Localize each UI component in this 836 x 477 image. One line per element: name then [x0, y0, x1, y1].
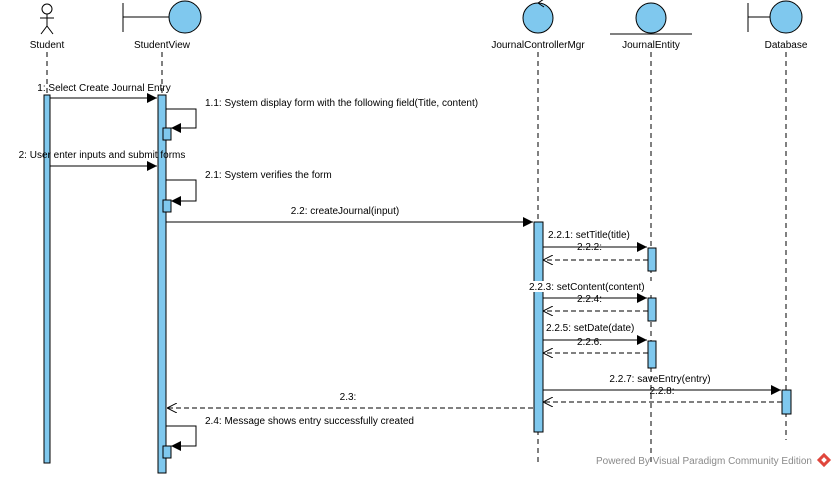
message-label: 2.2.5: setDate(date) [546, 323, 634, 334]
participant-studentview[interactable]: StudentView [122, 0, 202, 51]
message-1[interactable]: 1: Select Create Journal Entry [37, 83, 171, 103]
message-2-1[interactable]: 2.1: System verifies the form [166, 170, 332, 206]
visual-paradigm-logo-icon [816, 452, 832, 468]
watermark-text: Powered By Visual Paradigm Community Edi… [596, 456, 812, 467]
message-2-2-8-return[interactable]: 2.2.8: [543, 386, 782, 402]
participant-student[interactable]: Student [30, 3, 65, 51]
participant-label: JournalControllerMgr [491, 40, 585, 51]
message-2-4[interactable]: 2.4: Message shows entry successfully cr… [166, 416, 414, 451]
boundary-icon [747, 0, 803, 34]
message-label: 2.1: System verifies the form [205, 170, 332, 181]
activation-database [781, 389, 792, 415]
message-label: 2: User enter inputs and submit forms [19, 150, 186, 161]
message-label: 2.2.3: setContent(content) [529, 282, 645, 293]
activation-journalentity-1 [647, 247, 657, 272]
participant-label: Student [30, 40, 65, 51]
participant-label: Database [765, 40, 808, 51]
message-label: 2.2: createJournal(input) [291, 206, 399, 217]
message-2-2-1[interactable]: 2.2.1: setTitle(title) 2.2.2: [543, 229, 647, 253]
message-2[interactable]: 2: User enter inputs and submit forms [19, 150, 186, 171]
participant-journalentity[interactable]: JournalEntity [610, 2, 692, 51]
message-2-2-3[interactable]: 2.2.3: setContent(content) 2.2.4: [528, 281, 658, 305]
activation-studentview-2-1 [162, 199, 172, 213]
message-1-1[interactable]: 1.1: System display form with the follow… [166, 98, 478, 133]
participant-database[interactable]: Database [747, 0, 808, 51]
message-label: 2.2.2: [577, 242, 602, 253]
activation-studentview-1-1 [162, 127, 172, 141]
message-label: 2.2.4: [577, 294, 602, 305]
message-label: 2.3: [340, 392, 357, 403]
message-label: 2.2.7: saveEntry(entry) [609, 374, 710, 385]
message-label: 2.4: Message shows entry successfully cr… [205, 416, 414, 427]
watermark: Powered By Visual Paradigm Community Edi… [596, 452, 832, 468]
message-2-2[interactable]: 2.2: createJournal(input) [166, 206, 533, 227]
actor-icon [40, 3, 54, 35]
message-label: 2.2.1: setTitle(title) [548, 230, 630, 241]
participant-label: JournalEntity [622, 40, 680, 51]
participant-journalcontrollermgr[interactable]: JournalControllerMgr [491, 0, 585, 51]
entity-icon [610, 2, 692, 35]
control-icon [522, 0, 554, 34]
activation-studentview-2-4 [162, 445, 172, 459]
message-2-2-5[interactable]: 2.2.5: setDate(date) 2.2.6: [543, 322, 647, 348]
message-label: 2.2.6: [577, 337, 602, 348]
message-label: 2.2.8: [649, 386, 674, 397]
message-2-3-return[interactable]: 2.3: [167, 392, 533, 408]
participant-label: StudentView [134, 40, 191, 51]
activation-studentview [157, 94, 167, 474]
activation-student [43, 94, 51, 464]
boundary-icon [122, 0, 202, 34]
message-2-2-7[interactable]: 2.2.7: saveEntry(entry) [543, 374, 781, 395]
activation-journalentity-3 [647, 340, 657, 369]
activation-journalcontrollermgr [533, 221, 544, 433]
message-label: 1.1: System display form with the follow… [205, 98, 478, 109]
message-label: 1: Select Create Journal Entry [37, 83, 170, 94]
activation-journalentity-2 [647, 297, 657, 322]
